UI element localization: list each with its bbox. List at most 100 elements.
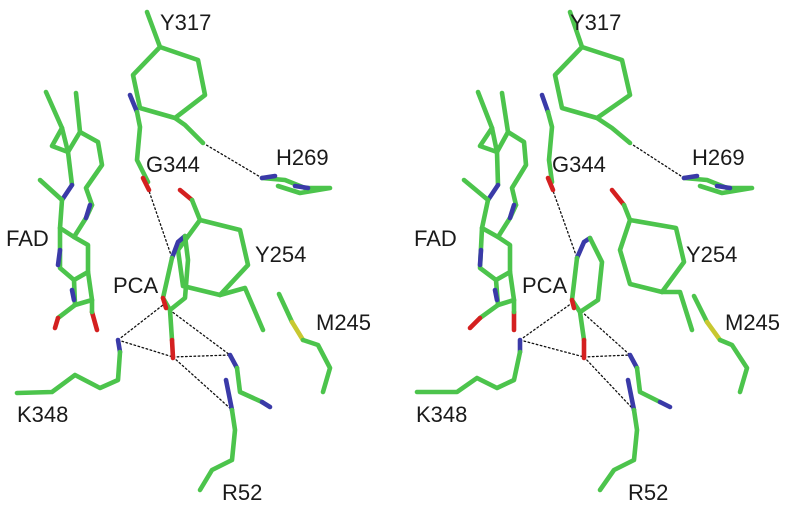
bond-stick (717, 337, 750, 395)
bond-stick (477, 225, 501, 321)
residue-pca-right (569, 235, 605, 361)
bond-stick (569, 297, 587, 361)
label-g344-right: G344 (552, 152, 606, 177)
residue-pca (160, 233, 191, 361)
hbond-k348-pca-o1-right (519, 302, 573, 341)
bond-stick (169, 233, 188, 261)
bond-stick (217, 285, 266, 333)
label-pca: PCA (113, 273, 159, 298)
bond-stick (55, 225, 78, 321)
hbond-k348-pca-o2-right (519, 339, 585, 358)
bond-stick (223, 377, 273, 413)
residue-y317-right (552, 9, 633, 146)
label-r52: R52 (222, 480, 262, 505)
hbond-g344-pca (147, 187, 173, 259)
bond-stick (609, 187, 627, 208)
bond-stick (545, 109, 555, 185)
label-k348-right: K348 (416, 402, 467, 427)
bond-stick (625, 377, 673, 413)
label-g344: G344 (146, 152, 200, 177)
residue-sticks-right (414, 9, 755, 493)
label-fad-right: FAD (414, 226, 457, 251)
label-y317-right: Y317 (570, 10, 621, 35)
bond-stick (594, 115, 633, 146)
bond-stick (73, 90, 83, 135)
hbond-pca-r52-c-right (583, 356, 635, 411)
bond-stick (259, 173, 311, 191)
label-m245: M245 (316, 310, 371, 335)
bond-stick (539, 92, 551, 115)
bond-stick (477, 247, 500, 303)
residue-m245 (276, 291, 333, 395)
left-stereo-panel: Y317 H269 G344 FAD Y254 PCA M245 K348 R5… (6, 9, 371, 505)
bond-stick (659, 289, 695, 333)
bond-stick (691, 293, 710, 325)
residue-y254-right (609, 187, 695, 333)
bond-stick (160, 233, 191, 313)
bond-stick (577, 309, 587, 343)
bond-stick (485, 182, 501, 203)
bond-stick (276, 291, 295, 325)
bond-stick (289, 319, 306, 343)
bond-stick (634, 365, 663, 405)
bond-stick (545, 175, 556, 193)
residue-m245-right (691, 293, 750, 395)
hydrogen-bonds (117, 142, 263, 411)
residue-fad (37, 89, 105, 333)
label-fad: FAD (6, 226, 49, 251)
right-stereo-panel: Y317 H269 G344 FAD Y254 PCA M245 K348 R5… (414, 9, 780, 505)
residue-r52 (197, 352, 273, 493)
bond-stick (704, 319, 723, 343)
hbond-pca-r52-b (172, 354, 231, 358)
hbond-g344-pca-right (551, 187, 578, 259)
bond-stick (414, 349, 523, 395)
bond-stick (71, 234, 91, 283)
label-y317: Y317 (160, 10, 211, 35)
residue-r52-right (597, 352, 673, 493)
bond-stick (59, 125, 75, 188)
bond-stick (197, 407, 238, 493)
label-m245-right: M245 (725, 310, 780, 335)
bond-stick (89, 309, 100, 333)
bond-stick (227, 352, 240, 371)
residue-y317 (130, 9, 208, 146)
residue-labels: Y317 H269 G344 FAD Y254 PCA M245 K348 R5… (6, 10, 371, 505)
residue-k348 (14, 337, 123, 396)
bond-stick (234, 365, 265, 405)
bond-stick (130, 9, 208, 121)
hbond-pca-r52-c (172, 356, 233, 411)
hbond-pca-r52-a (162, 304, 231, 356)
bond-stick (507, 202, 517, 221)
bond-stick (461, 177, 491, 203)
bond-stick (597, 407, 640, 493)
bond-stick (627, 352, 640, 371)
residue-labels-right: Y317 H269 G344 FAD Y254 PCA M245 K348 R5… (414, 10, 780, 505)
label-y254-right: Y254 (686, 242, 737, 267)
residue-fad-right (461, 89, 529, 333)
bond-stick (37, 177, 65, 203)
hbond-y317-h269 (202, 142, 263, 179)
bond-stick (172, 115, 206, 146)
bond-stick (489, 125, 501, 188)
label-r52-right: R52 (628, 480, 668, 505)
residue-g344-right (539, 92, 556, 193)
bond-stick (14, 349, 123, 396)
hbond-k348-pca-o1 (117, 304, 164, 341)
bond-stick (167, 307, 175, 343)
hbond-k348-pca-o2 (117, 339, 174, 358)
bond-stick (59, 182, 75, 203)
hbond-y317-h269-right (629, 142, 685, 179)
bond-stick (134, 109, 151, 185)
bond-stick (493, 234, 513, 283)
bond-stick (300, 337, 333, 395)
bond-stick (552, 9, 633, 121)
residue-y254 (175, 187, 266, 333)
bond-stick (617, 202, 687, 295)
hydrogen-bonds-right (519, 142, 685, 411)
label-y254: Y254 (255, 242, 306, 267)
label-k348: K348 (17, 402, 68, 427)
bond-stick (259, 175, 333, 196)
bond-stick (55, 247, 77, 303)
bond-stick (681, 175, 755, 196)
